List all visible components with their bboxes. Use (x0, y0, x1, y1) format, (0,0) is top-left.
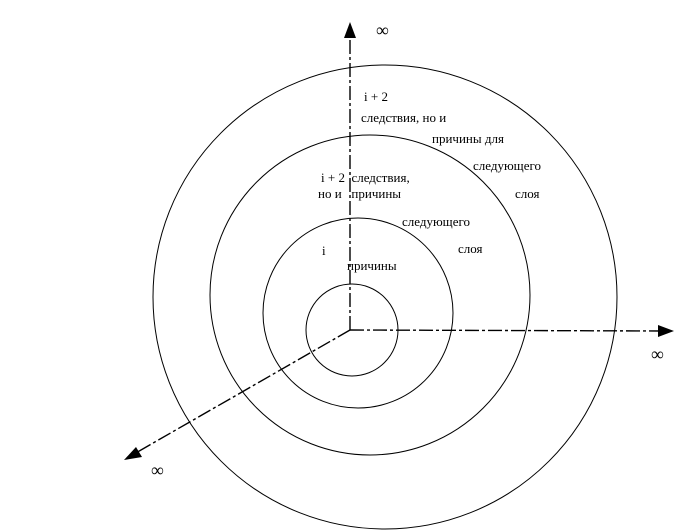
middle-ring-label-2: но и причины (318, 186, 401, 201)
outer-ring-label-3: причины для (432, 131, 504, 146)
inner-ring-label-2: причины (347, 258, 397, 273)
arrowhead-horizontal (658, 325, 674, 337)
middle-ring-label-4: слоя (458, 241, 483, 256)
axis-diagonal (133, 329, 351, 455)
circle-inner (262, 217, 454, 409)
outer-ring-label-5: слоя (515, 186, 540, 201)
infinity-label-vertical: ∞ (376, 20, 389, 40)
middle-ring-label-3: следующего (402, 214, 470, 229)
infinity-label-diagonal: ∞ (151, 460, 164, 480)
arrowhead-vertical (344, 22, 356, 38)
axis-horizontal (349, 329, 663, 332)
circle-outer (152, 64, 618, 530)
middle-ring-label-1: i + 2 следствия, (321, 170, 410, 185)
circle-middle (209, 134, 531, 456)
inner-ring-label-1: i (322, 243, 326, 258)
outer-ring-label-1: i + 2 (364, 89, 388, 104)
outer-ring-label-4: следующего (473, 158, 541, 173)
arrowhead-diagonal (124, 447, 142, 460)
outer-ring-label-2: следствия, но и (361, 110, 446, 125)
infinity-label-horizontal: ∞ (651, 344, 664, 364)
